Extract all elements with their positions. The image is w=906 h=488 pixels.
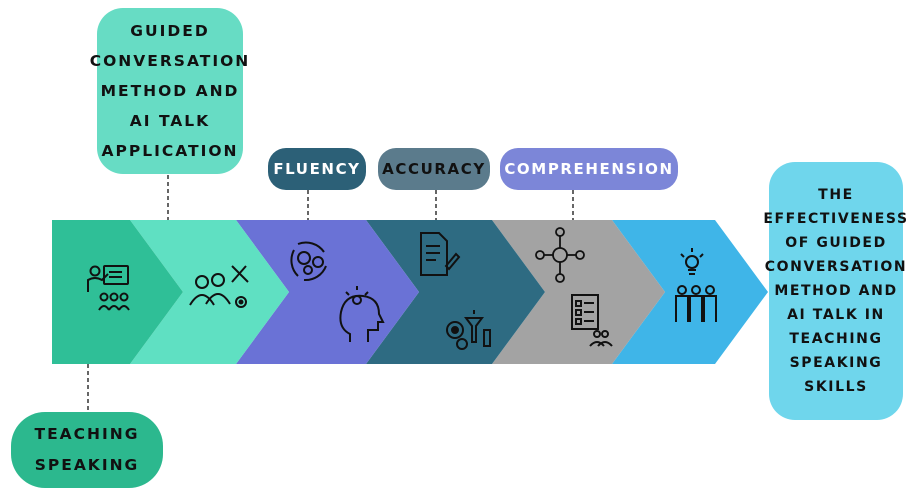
teacher-board-icon	[87, 265, 130, 311]
effectiveness-result-box: THE EFFECTIVENESS OF GUIDED CONVERSATION…	[763, 162, 906, 420]
comprehension-label: COMPREHENSION	[500, 148, 678, 190]
teaching-speaking-box: TEACHING SPEAKING	[11, 412, 163, 488]
guided-conversation-box: GUIDED CONVERSATION METHOD AND AI TALK A…	[90, 8, 248, 174]
flow-segment-4	[366, 220, 545, 364]
fluency-text: FLUENCY	[273, 160, 361, 178]
head-lightbulb-icon	[339, 286, 385, 342]
network-person-icon	[535, 227, 585, 283]
accuracy-text: ACCURACY	[382, 160, 486, 178]
team-idea-icon	[675, 248, 717, 322]
flow-segment-2	[130, 220, 289, 364]
gears-funnel-icon	[446, 310, 491, 350]
fluency-label: FLUENCY	[268, 148, 366, 190]
checklist-team-icon	[571, 294, 613, 347]
comprehension-text: COMPREHENSION	[504, 160, 674, 178]
team-tools-icon	[189, 265, 249, 308]
gears-cycle-icon	[290, 241, 327, 282]
flow-segment-3	[236, 220, 419, 364]
guided-conversation-text: GUIDED CONVERSATION METHOD AND AI TALK A…	[89, 22, 251, 160]
flow-segment-1	[52, 220, 183, 364]
teaching-speaking-text: TEACHING SPEAKING	[34, 425, 140, 474]
accuracy-label: ACCURACY	[378, 148, 490, 190]
document-pen-icon	[420, 232, 461, 276]
flow-segment-6	[612, 220, 768, 364]
effectiveness-result-text: THE EFFECTIVENESS OF GUIDED CONVERSATION…	[763, 187, 906, 395]
